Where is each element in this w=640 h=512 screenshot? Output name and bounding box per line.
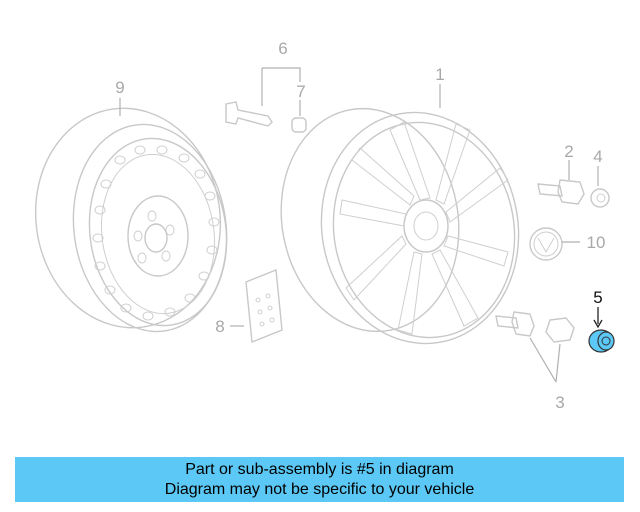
valve-stem-part-6[interactable] xyxy=(225,101,273,127)
callout-7: 7 xyxy=(296,82,305,101)
callout-10: 10 xyxy=(587,233,606,252)
callout-6: 6 xyxy=(278,39,287,58)
label-part-8[interactable] xyxy=(245,269,283,343)
callout-5: 5 xyxy=(593,288,602,307)
info-banner-line-2: Diagram may not be specific to your vehi… xyxy=(164,481,475,498)
steel-wheel-part-9[interactable] xyxy=(22,96,240,341)
callout-2: 2 xyxy=(564,142,573,161)
valve-cap-part-7[interactable] xyxy=(291,117,307,133)
callout-8: 8 xyxy=(215,317,224,336)
lug-bolt-part-2[interactable] xyxy=(537,179,585,205)
callout-3: 3 xyxy=(555,393,564,412)
info-banner: Part or sub-assembly is #5 in diagram Di… xyxy=(15,457,624,502)
center-cap-part-10[interactable] xyxy=(529,227,563,261)
callout-4: 4 xyxy=(593,147,602,166)
alloy-wheel-part-1[interactable] xyxy=(264,94,537,359)
locking-bolt-part-3[interactable] xyxy=(495,311,575,343)
info-banner-background xyxy=(15,457,624,502)
info-banner-line-1: Part or sub-assembly is #5 in diagram xyxy=(185,461,454,478)
callout-1: 1 xyxy=(435,65,444,84)
bolt-cap-part-4[interactable] xyxy=(590,188,610,208)
callout-9: 9 xyxy=(115,78,124,97)
highlighted-part-5[interactable] xyxy=(588,329,615,353)
